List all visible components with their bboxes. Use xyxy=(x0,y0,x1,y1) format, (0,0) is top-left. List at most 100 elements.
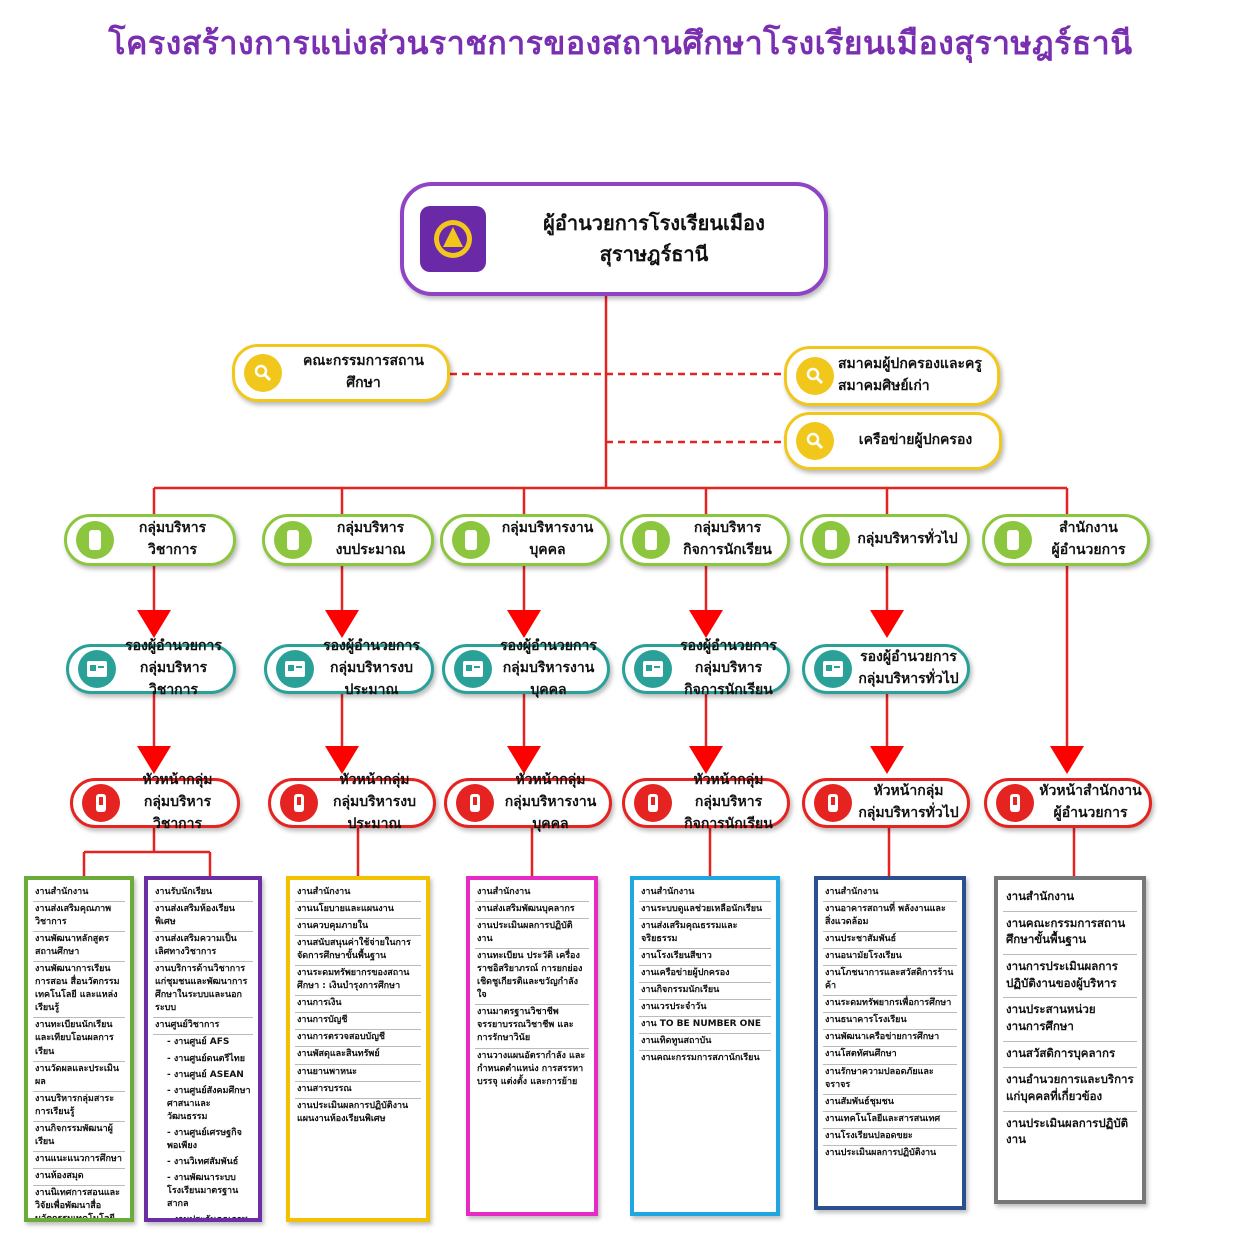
deputy-box-1: รองผู้อำนวยการกลุ่มบริหารวิชาการ xyxy=(66,638,236,698)
document-icon xyxy=(76,521,114,559)
down-arrow-icon xyxy=(870,610,904,638)
deputy-box-3-line2: กลุ่มบริหารงานบุคคล xyxy=(502,660,595,698)
down-arrow-icon xyxy=(507,610,541,638)
head-box-5: หัวหน้ากลุ่มกลุ่มบริหารทั่วไป xyxy=(802,778,970,828)
head-box-1: หัวหน้ากลุ่มกลุ่มบริหารวิชาการ xyxy=(70,772,240,832)
head-box-4: หัวหน้ากลุ่มกลุ่มบริหารกิจการนักเรียน xyxy=(622,772,790,832)
group-box-6-line2: ผู้อำนวยการ xyxy=(1051,542,1126,558)
head-box-2-label: หัวหน้ากลุ่มกลุ่มบริหารงบประมาณ xyxy=(318,770,433,835)
task-item: งานกิจกรรมนักเรียน xyxy=(639,983,771,1001)
task-item: - งานประกันคุณภาพวิชาการ xyxy=(167,1215,248,1222)
down-arrow-icon xyxy=(137,746,171,774)
task-item: งานประเมินผลการปฏิบัติงาน xyxy=(825,1147,937,1158)
head-box-3-line1: หัวหน้ากลุ่ม xyxy=(515,772,586,789)
id-card-icon xyxy=(634,650,672,688)
deputy-box-3: รองผู้อำนวยการกลุ่มบริหารงานบุคคล xyxy=(442,638,610,698)
down-arrow-icon xyxy=(1050,746,1084,774)
task-item: - งานศูนย์เศรษฐกิจพอเพียง xyxy=(167,1127,242,1151)
deputy-box-4-line1: รองผู้อำนวยการ xyxy=(680,638,777,655)
head-box-2-line2: กลุ่มบริหารงบประมาณ xyxy=(332,794,417,832)
task-item: งานรับนักเรียน xyxy=(153,885,253,903)
task-item: งานยานพาหนะ xyxy=(295,1065,421,1082)
task-item: งานระบบดูแลช่วยเหลือนักเรียน xyxy=(639,902,771,920)
task-item: งานพัฒนาเครือข่ายการศึกษา xyxy=(823,1030,957,1048)
deputy-box-5-line2: กลุ่มบริหารทั่วไป xyxy=(858,671,959,687)
head-box-4-label: หัวหน้ากลุ่มกลุ่มบริหารกิจการนักเรียน xyxy=(672,770,787,835)
task-item: งานการตรวจสอบบัญชี xyxy=(295,1030,421,1048)
group-box-4-label: กลุ่มบริหารกิจการนักเรียน xyxy=(670,518,787,561)
task-item: งานส่งเสริมพัฒนบุคลากร xyxy=(475,902,589,920)
task-item: งานประเมินผลการปฏิบัติงาน xyxy=(1006,1115,1129,1147)
head-box-3-label: หัวหน้ากลุ่มกลุ่มบริหารงานบุคคล xyxy=(494,770,609,835)
task-list-6: งานสำนักงานงานอาคารสถานที่ พลังงานและสิ่… xyxy=(814,876,966,1210)
clipboard-icon xyxy=(814,784,852,822)
task-item: งานทะเบียน ประวัติ เครื่องราชอิสริยาภรณ์… xyxy=(475,949,589,1006)
document-icon xyxy=(452,521,490,559)
task-item: งานอนามัยโรงเรียน xyxy=(823,949,957,967)
task-item: งานเวรประจำวัน xyxy=(639,1000,771,1018)
task-item: งานสำนักงาน xyxy=(1003,885,1137,912)
task-item: งานโสตทัศนศึกษา xyxy=(823,1047,957,1065)
head-box-2-line1: หัวหน้ากลุ่ม xyxy=(339,772,410,789)
task-list-7: งานสำนักงานงานคณะกรรมการสถานศึกษาขั้นพื้… xyxy=(994,876,1146,1204)
task-item: งานสัมพันธ์ชุมชน xyxy=(823,1095,957,1112)
down-arrow-icon xyxy=(870,746,904,774)
deputy-box-4-line2: กลุ่มบริหารกิจการนักเรียน xyxy=(684,660,773,698)
id-card-icon xyxy=(78,650,116,688)
task-item: งานแนะแนวการศึกษา xyxy=(33,1152,125,1169)
task-item: งานวางแผนอัตรากำลัง และกำหนดตำแหน่ง การส… xyxy=(477,1050,586,1087)
deputy-box-3-line1: รองผู้อำนวยการ xyxy=(500,638,597,655)
task-item: งาน TO BE NUMBER ONE xyxy=(639,1017,771,1035)
committee-box: คณะกรรมการสถานศึกษา xyxy=(232,344,450,402)
task-item: งานการบัญชี xyxy=(295,1013,421,1031)
network-box: เครือข่ายผู้ปกครอง xyxy=(784,412,1002,470)
task-list-4: งานสำนักงานงานส่งเสริมพัฒนบุคลากรงานประเ… xyxy=(466,876,598,1216)
task-item: งานพัสดุและสินทรัพย์ xyxy=(295,1047,421,1065)
group-box-5: กลุ่มบริหารทั่วไป xyxy=(800,514,970,566)
task-item: งานบริหารกลุ่มสาระการเรียนรู้ xyxy=(33,1092,125,1122)
task-item: งานสำนักงาน xyxy=(475,885,589,903)
search-icon xyxy=(796,357,834,395)
task-item: งานโรงเรียนสีขาว xyxy=(639,949,771,967)
task-item: งานศูนย์วิชาการ xyxy=(153,1018,253,1036)
page-title: โครงสร้างการแบ่งส่วนราชการของสถานศึกษาโร… xyxy=(108,24,1133,62)
task-item: งานสำนักงาน xyxy=(823,885,957,903)
task-item: งานประชาสัมพันธ์ xyxy=(823,932,957,950)
clipboard-icon xyxy=(996,784,1034,822)
deputy-box-2: รองผู้อำนวยการกลุ่มบริหารงบประมาณ xyxy=(264,638,434,698)
group-box-2-line1: กลุ่มบริหาร xyxy=(336,520,405,537)
deputy-box-2-line2: กลุ่มบริหารงบประมาณ xyxy=(329,660,414,698)
task-item: - งานศูนย์ดนตรีไทย xyxy=(167,1053,246,1064)
document-icon xyxy=(994,521,1032,559)
task-item: งานส่งเสริมคุณภาพวิชาการ xyxy=(33,902,125,933)
head-box-5-line2: กลุ่มบริหารทั่วไป xyxy=(858,805,959,821)
task-item: งานทะเบียนนักเรียนและเทียบโอนผลการเรียน xyxy=(33,1018,125,1062)
head-box-5-label: หัวหน้ากลุ่มกลุ่มบริหารทั่วไป xyxy=(852,781,967,824)
group-box-2-label: กลุ่มบริหารงบประมาณ xyxy=(312,518,431,561)
task-item: งานรักษาความปลอดภัยและจราจร xyxy=(823,1065,957,1095)
task-item: งานนโยบายและแผนงาน xyxy=(295,902,421,920)
head-box-3: หัวหน้ากลุ่มกลุ่มบริหารงานบุคคล xyxy=(444,772,612,832)
task-item: งานโภชนาการและสวัสดิการร้านค้า xyxy=(823,966,957,997)
head-box-1-line1: หัวหน้ากลุ่ม xyxy=(142,772,213,789)
task-item: งานกิจกรรมพัฒนาผู้เรียน xyxy=(33,1122,125,1152)
group-box-3-label: กลุ่มบริหารงานบุคคล xyxy=(490,518,607,561)
document-icon xyxy=(632,521,670,559)
task-item: งานนิเทศการสอนและวิจัยเพื่อพัฒนาสื่อนวัต… xyxy=(35,1187,121,1222)
head-box-1-label: หัวหน้ากลุ่มกลุ่มบริหารวิชาการ xyxy=(120,770,237,835)
task-item: งานพัฒนาหลักสูตรสถานศึกษา xyxy=(33,932,125,963)
down-arrow-icon xyxy=(689,610,723,638)
task-item: งานประเมินผลการปฏิบัติงานแผนงานห้องเรียน… xyxy=(297,1100,409,1124)
task-item: งานธนาคารโรงเรียน xyxy=(823,1013,957,1031)
task-item: งานอาคารสถานที่ พลังงานและสิ่งแวดล้อม xyxy=(823,902,957,933)
group-box-1-label: กลุ่มบริหารวิชาการ xyxy=(114,518,233,561)
task-list-5: งานสำนักงานงานระบบดูแลช่วยเหลือนักเรียนง… xyxy=(630,876,780,1216)
task-item: งานสารบรรณ xyxy=(295,1082,421,1099)
association-label: สมาคมผู้ปกครองและครู สมาคมศิษย์เก่า xyxy=(834,354,997,397)
deputy-box-3-label: รองผู้อำนวยการกลุ่มบริหารงานบุคคล xyxy=(492,636,607,701)
task-item: งานสำนักงาน xyxy=(639,885,771,903)
task-item: งานส่งเสริมห้องเรียนพิเศษ xyxy=(153,902,253,933)
head-box-2: หัวหน้ากลุ่มกลุ่มบริหารงบประมาณ xyxy=(268,772,436,832)
group-box-4-line1: กลุ่มบริหาร xyxy=(693,520,762,537)
